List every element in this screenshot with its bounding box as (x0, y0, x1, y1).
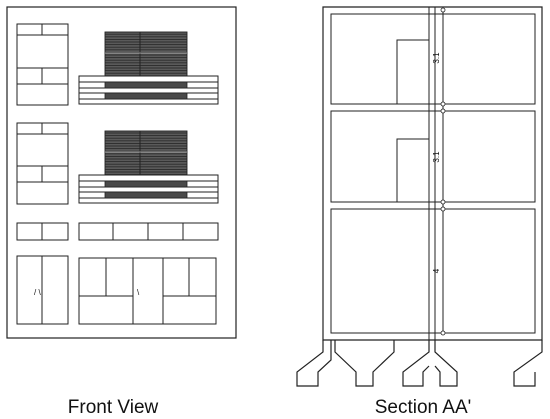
section-door-middle (396, 138, 430, 203)
footing-center-right (434, 340, 458, 387)
front-balcony-upper (78, 75, 219, 105)
door-mark-right: \ (137, 288, 140, 297)
footing-center-left (334, 340, 395, 387)
footing-left (296, 340, 332, 387)
front-clerestory (16, 222, 219, 241)
front-outline (6, 6, 237, 339)
front-window-middle-left (16, 122, 69, 205)
front-view: / \ \ (6, 6, 237, 339)
footing-right (513, 340, 543, 387)
dimension-lower: 4 (432, 268, 441, 273)
front-door-right: \ (78, 257, 217, 325)
front-shutter-middle (104, 130, 188, 176)
footing-center (402, 340, 430, 387)
caption-section-aa: Section AA' (375, 397, 472, 418)
front-door-left: / \ (16, 255, 69, 325)
dimension-upper: 3.1 (432, 52, 441, 64)
dimension-middle: 3.1 (432, 151, 441, 163)
section-view: 3.1 3.1 4 (296, 6, 543, 387)
front-window-upper-left (16, 23, 69, 106)
section-door-upper (396, 39, 430, 105)
door-mark-left: / \ (34, 288, 41, 297)
front-balcony-middle (78, 174, 219, 204)
caption-front-view: Front View (68, 397, 159, 418)
front-shutter-upper (104, 31, 188, 77)
